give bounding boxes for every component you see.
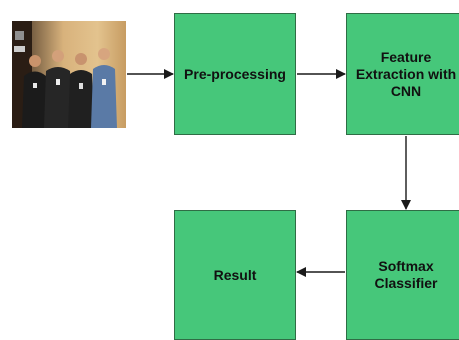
arrows-layer [127, 69, 411, 277]
preprocessing-box: Pre-processing [174, 13, 296, 135]
feature-extraction-box: Feature Extraction with CNN [346, 13, 459, 135]
group-photo-icon [12, 21, 126, 128]
result-box: Result [174, 210, 296, 340]
softmax-classifier-label: Softmax Classifier [374, 258, 438, 291]
preprocessing-label: Pre-processing [184, 65, 286, 82]
result-label: Result [213, 266, 257, 283]
feature-extraction-label: Feature Extraction with CNN [355, 48, 457, 99]
input-photo [12, 21, 126, 128]
softmax-classifier-box: Softmax Classifier [346, 210, 459, 340]
